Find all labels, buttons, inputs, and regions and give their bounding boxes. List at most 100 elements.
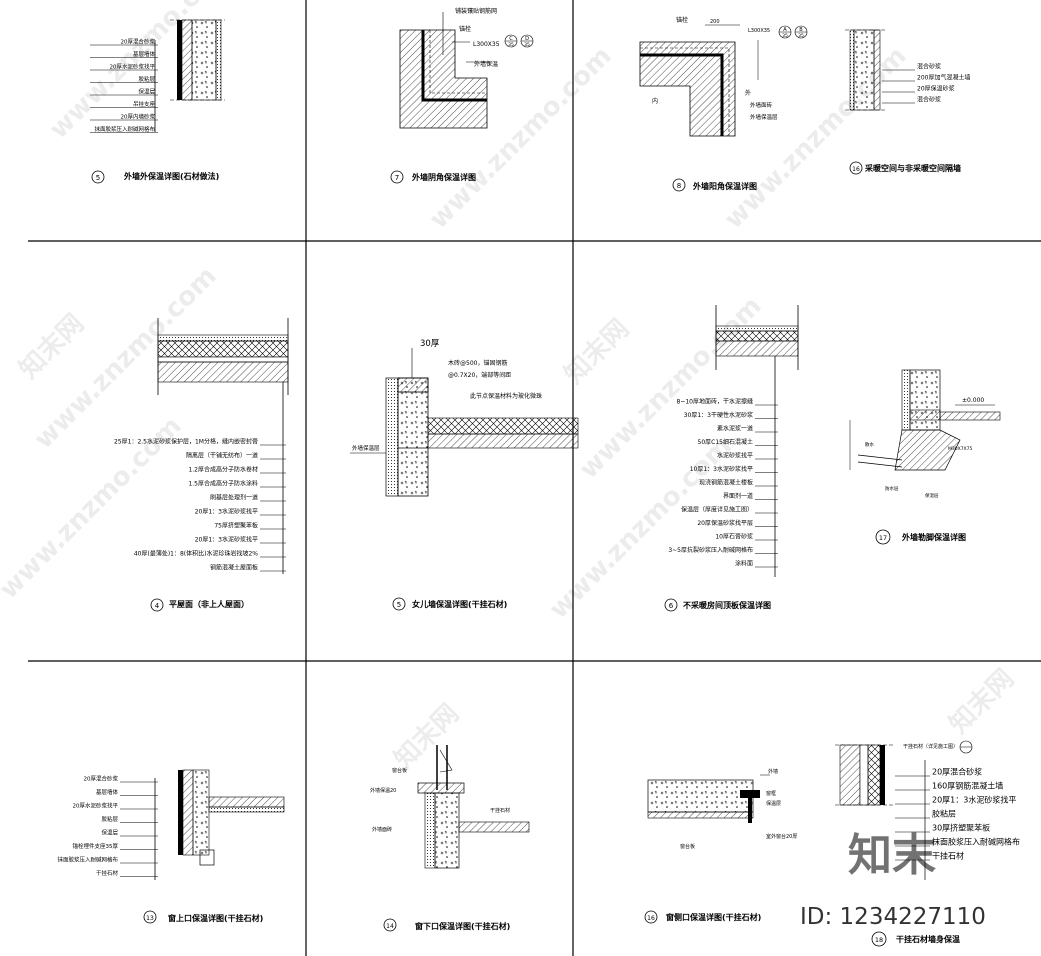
watermark-logo: 知末网: [944, 664, 1020, 740]
detail-14-window-sill: 窗台板 外墙保温20 外墙面砖 干挂石材 14 窗下口保温详图(干挂石材): [370, 745, 530, 932]
label: 外墙保温层: [750, 113, 778, 121]
detail-number-circle: [91, 170, 105, 184]
layer-label: 200厚加气混凝土墙: [917, 74, 970, 82]
label: L300X35: [748, 28, 770, 34]
layer-label: 50厚C15细石混凝土: [698, 438, 753, 446]
layer-label: 20厚水泥砂浆找平: [110, 63, 156, 71]
layer-label: 10厚1：3水泥砂浆找平: [690, 465, 753, 473]
label: 锚栓: [676, 16, 688, 24]
layer-label: 钢筋混凝土屋面板: [210, 564, 258, 572]
label: 保温层: [925, 492, 939, 499]
layer-label: 干挂石材: [96, 869, 119, 877]
callout-bottom: 35: [524, 42, 530, 48]
watermark-logo: 知末网: [389, 699, 465, 775]
layer-label: 保温层: [138, 88, 155, 96]
leader-labels: 20厚混合砂浆160厚钢筋混凝土墙20厚1：3水泥砂浆找平胶粘层30厚挤塑聚苯板…: [895, 767, 1020, 861]
label: M30X7X75: [948, 446, 973, 452]
label: 铺装镶贴钢筋网: [455, 7, 497, 15]
layer-label: 30厚挤塑聚苯板: [932, 823, 990, 833]
detail-7-inner-corner: 铺装镶贴钢筋网 锚栓 L300X35 外墙保温 C 35 D 35 7 外墙阴角…: [390, 7, 534, 184]
leader-labels: 8~10厚地面砖，干水泥擦缝30厚1：3干硬性水泥砂浆素水泥浆一道50厚C15细…: [668, 398, 778, 568]
detail-number: 16: [647, 915, 655, 922]
watermark-logo: 知末网: [559, 314, 635, 390]
detail-number: 17: [879, 534, 887, 542]
callout-top: C: [509, 36, 513, 42]
label: 干挂石材: [490, 807, 510, 814]
callout-top: D: [525, 36, 529, 42]
label: 外墙保温: [474, 60, 498, 68]
detail-title: 外墙阴角保温详图: [412, 172, 476, 182]
detail-title: 外墙勒脚保温详图: [902, 532, 966, 542]
layer-label: 吊挂支座: [133, 100, 156, 108]
detail-number: 13: [146, 915, 154, 922]
layer-label: 20厚1：3水泥砂浆找平: [195, 536, 258, 544]
label: 窗台板: [392, 767, 407, 774]
layer-label: 20厚混合砂浆: [121, 38, 156, 46]
detail-number: 4: [155, 602, 160, 610]
layer-label: 胶粘层: [138, 75, 155, 83]
detail-number: 8: [677, 182, 681, 190]
detail-number: 7: [395, 174, 399, 182]
detail-title: 干挂石材墙身保温: [896, 934, 960, 944]
detail-title: 窗下口保温详图(干挂石材): [415, 921, 510, 931]
layer-label: 1.2厚合成高分子防水卷材: [188, 466, 258, 474]
label: 外墙面砖: [372, 826, 392, 833]
label: 防水层: [885, 485, 899, 492]
detail-5-exterior-wall: 20厚混合砂浆基层墙体20厚水泥砂浆找平胶粘层保温层吊挂支座20厚内墙砂浆抹面胶…: [90, 19, 225, 184]
detail-16-window-jamb: 外墙 窗框 保温层 窗台板 室外窗台20厚 16 窗侧口保温详图(干挂石材): [644, 768, 797, 924]
layer-label: 40厚(最薄处)1：8(体积比)水泥珍珠岩找坡2%: [134, 550, 258, 558]
callout-bottom: 35: [798, 33, 804, 39]
layer-label: 10厚石膏砂浆: [715, 533, 753, 541]
label: 窗框: [766, 790, 776, 797]
label: 外墙保温层: [352, 444, 380, 452]
layer-label: 涂料面: [735, 560, 753, 568]
label: 室外窗台20厚: [766, 833, 797, 840]
detail-17-plinth: ±0.000 散水 防水层 保温层 M30X7X75 17 外墙勒脚保温详图: [849, 369, 1001, 545]
layer-label: 干挂石材: [932, 851, 964, 861]
layer-label: 胶粘层: [101, 815, 118, 823]
layer-label: 刷基层处理剂一道: [210, 494, 258, 502]
label: 散水: [865, 441, 874, 448]
layer-label: 素水泥浆一道: [717, 425, 753, 433]
detail-title: 外墙阳角保温详图: [693, 181, 757, 191]
detail-18-stone-facade: 干挂石材（详见施工图） 20厚混合砂浆160厚钢筋混凝土墙20厚1：3水泥砂浆找…: [835, 740, 1020, 947]
label: 外墙: [768, 768, 778, 775]
callout-top: B: [799, 27, 803, 33]
label: 外: [745, 89, 751, 97]
label: 窗台板: [680, 843, 695, 850]
finish-layer: [177, 20, 182, 100]
leader-labels: 20厚混合砂浆基层墙体20厚水泥砂浆找平胶粘层保温层吊挂支座20厚内墙砂浆抹面胶…: [90, 38, 158, 133]
detail-5-parapet: 30厚 木砖@500，锚固钢筋 @0.7X20，端部等间距 此节点保温材料为玻化…: [350, 339, 579, 611]
layer-label: 隔离层（干铺无纺布）一道: [186, 452, 258, 460]
layer-label: 保温层（厚度详见施工图）: [681, 506, 753, 514]
detail-number: 5: [397, 601, 401, 609]
layer-label: 混合砂浆: [917, 96, 941, 104]
detail-title: 女儿墙保温详图(干挂石材): [412, 599, 507, 609]
label: 此节点保温材料为玻化微珠: [470, 392, 542, 400]
insulation-layer: [191, 19, 217, 101]
layer-label: 界面剂一道: [723, 492, 753, 500]
detail-title: 平屋面（非上人屋面）: [169, 599, 249, 609]
layer-label: 160厚钢筋混凝土墙: [932, 781, 1003, 791]
detail-8-outer-corner: 锚栓 200 L300X35 内 外 外墙面砖 外墙保温层 A 35 B 35 …: [639, 16, 808, 192]
layer-label: 20厚保温砂浆: [917, 85, 955, 93]
layer-label: 30厚1：3干硬性水泥砂浆: [684, 411, 753, 419]
layer-label: 20厚水泥砂浆找平: [73, 802, 119, 810]
watermark-id: ID: 1234227110: [800, 904, 986, 930]
detail-13-window-head: 20厚混合砂浆基层墙体20厚水泥砂浆找平胶粘层保温层锚栓埋件支座35厚抹面胶浆压…: [57, 769, 285, 924]
detail-4-flat-roof: 25厚1：2.5水泥砂浆保护层，1M分格，缝内嵌密封膏隔离层（干铺无纺布）一道1…: [114, 318, 289, 612]
detail-number: 6: [669, 602, 674, 610]
detail-title: 不采暖房间顶板保温详图: [683, 600, 771, 610]
detail-title: 窗上口保温详图(干挂石材): [168, 913, 263, 923]
layer-label: 1.5厚合成高分子防水涂料: [188, 480, 258, 488]
callout-bottom: 35: [782, 33, 788, 39]
layer-label: 保温层: [101, 829, 118, 837]
callout-bottom: 35: [508, 42, 514, 48]
layer-label: 锚栓埋件支座35厚: [73, 842, 119, 850]
watermark-brand: 知末: [848, 830, 936, 881]
label: ±0.000: [962, 397, 984, 404]
layer-label: 20厚1：3水泥砂浆找平: [932, 795, 1016, 805]
label: 外墙保温20: [370, 787, 396, 794]
watermark-logo: 知末网: [14, 309, 90, 385]
